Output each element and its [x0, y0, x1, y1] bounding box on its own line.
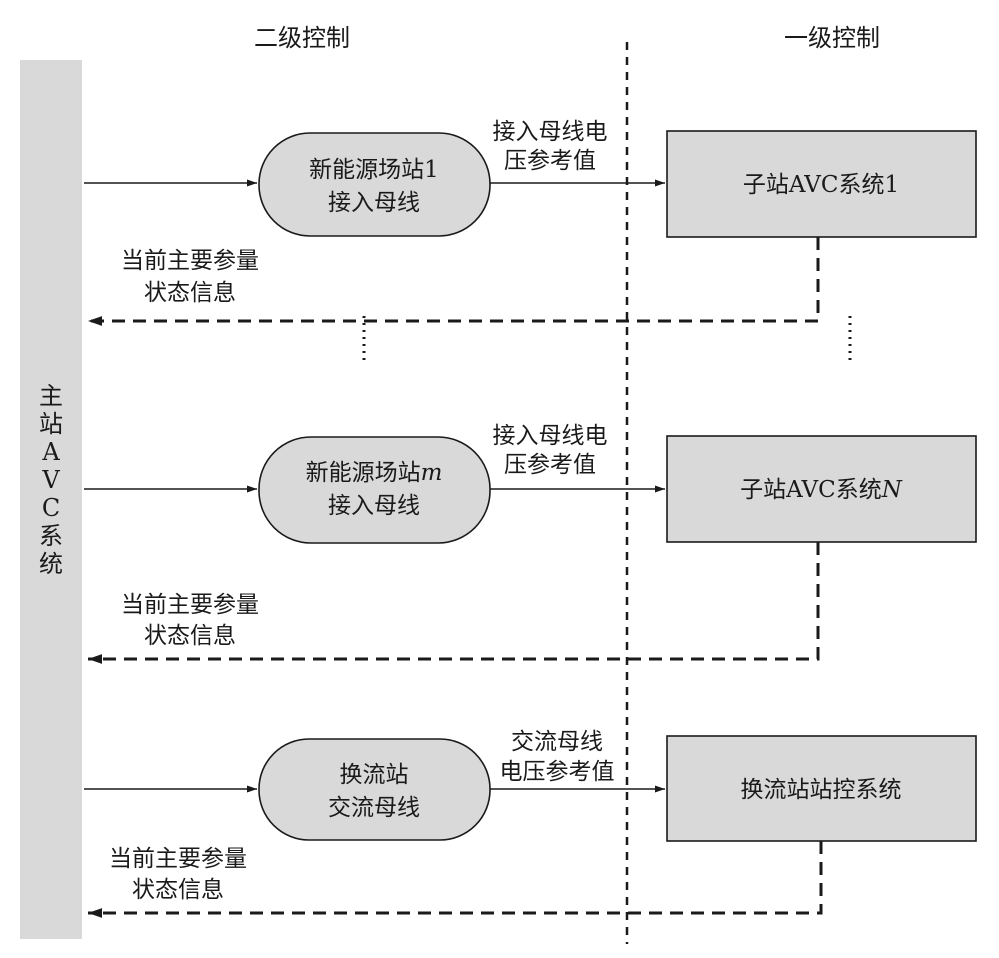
feedback-label-line1: 当前主要参量: [121, 248, 259, 274]
substation-avc-box: [666, 130, 977, 238]
bus-node-subtitle: 接入母线: [328, 493, 420, 519]
bus-node-title: 换流站: [340, 762, 409, 788]
master-char: 系: [39, 522, 63, 550]
bus-node-subtitle: 交流母线: [328, 795, 420, 821]
bus-node-subtitle: 接入母线: [328, 190, 420, 216]
feedback-arrow: [88, 237, 820, 326]
substation-avc-box: [666, 435, 977, 543]
row-converter-station: 换流站 交流母线 交流母线 电压参考值 换流站站控系统 当前主要参量 状态信息: [84, 729, 977, 918]
level2-control-label: 二级控制: [254, 24, 350, 52]
master-char: 站: [39, 410, 63, 438]
reference-label-line2: 压参考值: [504, 452, 596, 478]
feedback-label-line1: 当前主要参量: [121, 592, 259, 618]
feedback-label-line2: 状态信息: [144, 280, 236, 306]
feedback-arrow: [88, 542, 820, 664]
feedback-label-line1: 当前主要参量: [109, 846, 247, 872]
master-char: C: [42, 494, 60, 522]
feedback-arrow: [88, 841, 823, 918]
level1-control-label: 一级控制: [784, 24, 880, 52]
substation-avc-label: 子站AVC系统1: [743, 172, 899, 198]
master-char: 统: [39, 550, 63, 578]
reference-label-line1: 交流母线: [511, 729, 603, 755]
bus-node-title: 新能源场站m: [306, 460, 443, 486]
row-station-1: 新能源场站1 接入母线 接入母线电 压参考值 子站AVC系统1 当前主要参量 状…: [84, 119, 977, 326]
reference-label-line1: 接入母线电: [493, 423, 608, 449]
master-char: V: [41, 466, 60, 494]
substation-avc-label: 子站AVC系统N: [740, 477, 903, 503]
converter-control-box: [666, 735, 977, 842]
master-avc-label: 主 站 A V C 系 统: [39, 382, 63, 578]
reference-label-line1: 接入母线电: [493, 119, 608, 145]
reference-label-line2: 压参考值: [504, 148, 596, 174]
row-station-m: 新能源场站m 接入母线 接入母线电 压参考值 子站AVC系统N 当前主要参量 状…: [84, 423, 977, 664]
reference-label-line2: 电压参考值: [500, 759, 615, 785]
bus-node-title: 新能源场站1: [309, 157, 439, 183]
bus-node: [258, 738, 491, 841]
master-char: A: [41, 438, 60, 466]
bus-node: [258, 436, 491, 544]
bus-node: [258, 132, 491, 237]
converter-control-label: 换流站站控系统: [741, 777, 902, 803]
feedback-label-line2: 状态信息: [144, 623, 236, 649]
feedback-label-line2: 状态信息: [132, 877, 224, 903]
master-avc-bar: [20, 60, 82, 939]
master-char: 主: [39, 382, 63, 410]
